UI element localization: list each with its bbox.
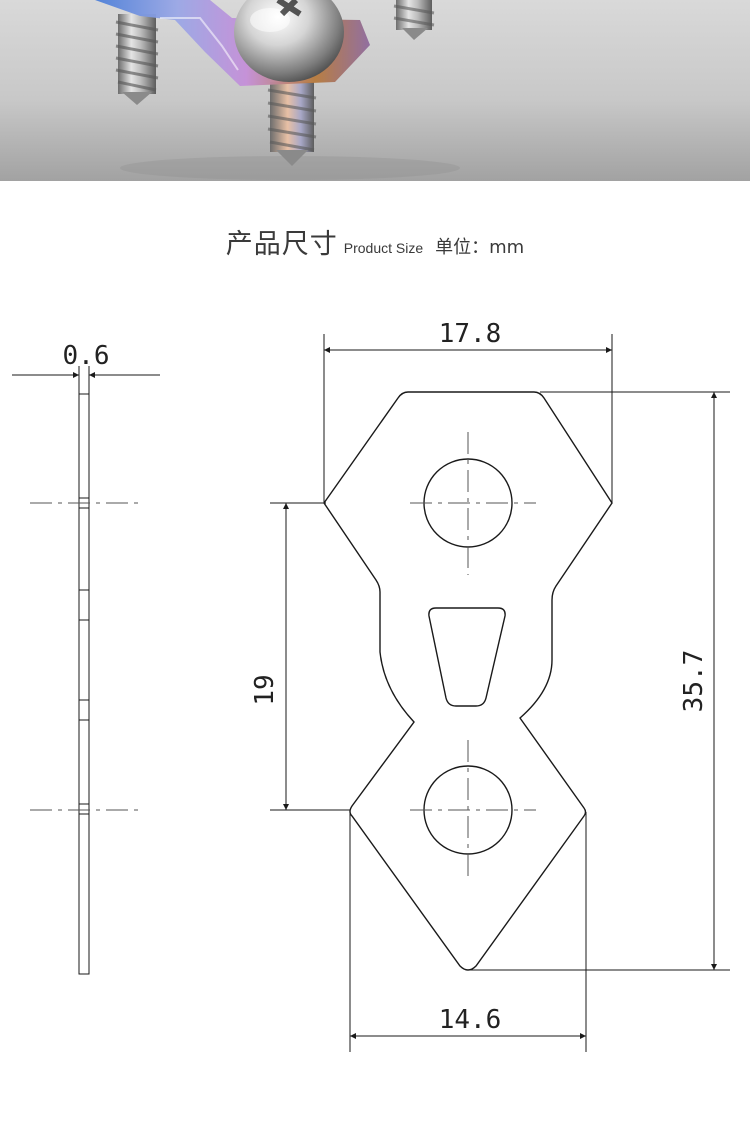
front-view-centerlines (410, 432, 536, 880)
dim-thickness: 0.6 (63, 341, 110, 371)
unit-label: 单位：mm (435, 237, 525, 258)
dimension-top-width (323, 334, 613, 503)
dim-overall-length: 35.7 (679, 650, 709, 713)
title-en: Product Size (343, 240, 424, 256)
side-view-profile (78, 393, 90, 975)
center-slot (428, 607, 506, 707)
dim-top-width: 17.8 (439, 319, 502, 349)
section-title: 产品尺寸 Product Size 单位：mm (0, 222, 750, 261)
side-view-centerlines (30, 502, 140, 811)
dim-bottom-width: 14.6 (439, 1005, 502, 1035)
dim-hole-spacing: 19 (250, 674, 280, 705)
dimension-overall-length (470, 391, 730, 971)
dimension-hole-spacing (270, 502, 350, 811)
screw-left (115, 14, 159, 105)
screw-right (393, 0, 435, 40)
dimension-drawing: 0.6 17.8 19 35.7 (12, 319, 730, 1052)
dimension-bottom-width (349, 812, 587, 1052)
title-zh: 产品尺寸 (225, 229, 338, 260)
plate-outline (323, 391, 613, 971)
product-photo (0, 0, 750, 181)
screw-bottom (267, 82, 317, 166)
side-view (12, 366, 160, 975)
